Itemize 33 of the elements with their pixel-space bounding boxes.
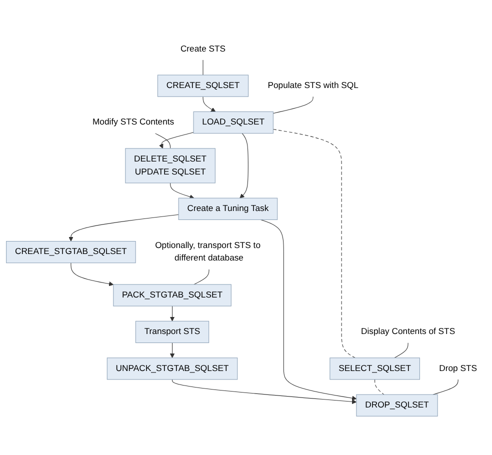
connector — [432, 379, 458, 396]
node-text: Populate STS with SQL — [268, 81, 358, 90]
node-text: Create STS — [180, 44, 226, 54]
node-box: CREATE_STGTAB_SQLSET — [6, 241, 136, 264]
arrow — [68, 214, 179, 242]
node-box: Transport STS — [135, 321, 210, 344]
connector — [374, 379, 384, 396]
connector — [154, 133, 171, 149]
node-box: SELECT_SQLSET — [330, 358, 420, 380]
node-text: Display Contents of STS — [361, 327, 456, 337]
node-text: Drop STS — [439, 364, 478, 374]
arrow — [202, 96, 216, 112]
node-box: PACK_STGTAB_SQLSET — [113, 284, 232, 307]
node-box: DROP_SQLSET — [356, 394, 438, 417]
connector — [272, 129, 356, 358]
connector — [394, 342, 408, 358]
node-text: Modify STS Contents — [92, 118, 174, 128]
arrow — [260, 220, 357, 401]
arrow — [70, 262, 114, 286]
node-box: CREATE_SQLSET — [157, 75, 249, 98]
arrow — [170, 306, 175, 322]
arrow — [170, 342, 175, 358]
connector — [272, 96, 314, 114]
node-box: Create a Tuning Task — [178, 198, 278, 220]
node-box: DELETE_SQLSET UPDATE SQLSET — [125, 148, 216, 184]
arrow — [240, 133, 248, 199]
arrow — [158, 132, 194, 149]
connector — [194, 269, 210, 285]
node-box: UNPACK_STGTAB_SQLSET — [106, 358, 238, 380]
arrow — [170, 182, 194, 200]
node-box: LOAD_SQLSET — [193, 112, 274, 134]
arrow — [172, 379, 357, 404]
node-text: Optionally, transport STS to different database — [155, 240, 261, 264]
